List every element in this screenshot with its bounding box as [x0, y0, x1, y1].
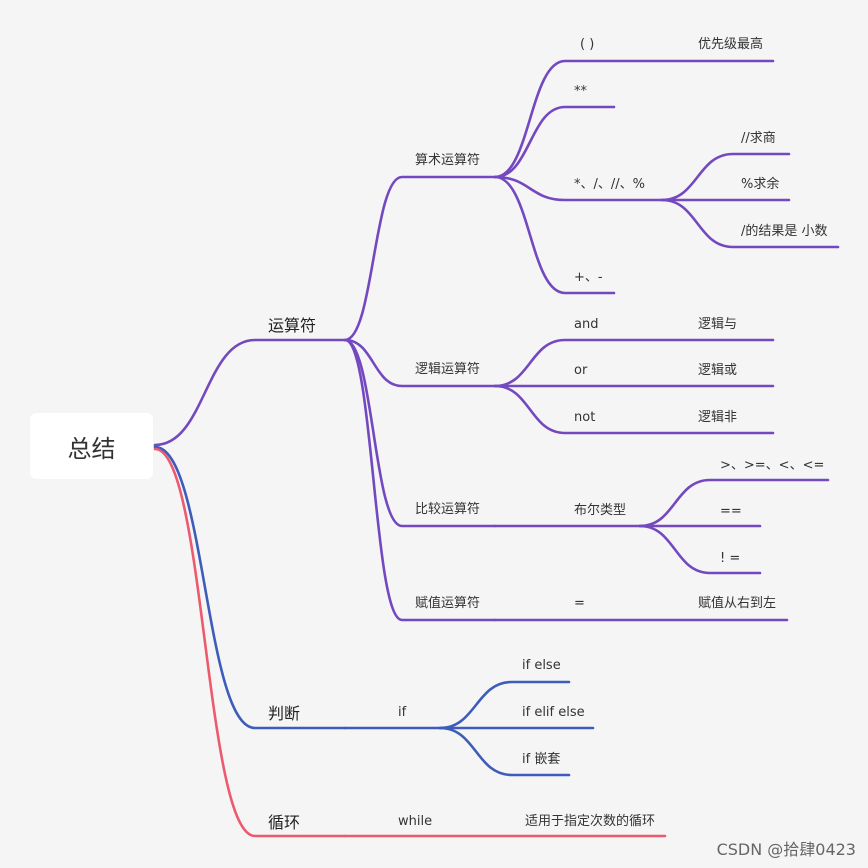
node-loops[interactable]: 循环: [268, 813, 301, 832]
node-not-note[interactable]: 逻辑非: [698, 410, 738, 425]
link-assignment: [343, 338, 497, 622]
node-if[interactable]: if: [398, 705, 407, 720]
node-while[interactable]: while: [398, 814, 433, 829]
node-modulo[interactable]: %求余: [741, 177, 780, 192]
root-node[interactable]: 总结: [30, 413, 153, 479]
link-arithmetic: [343, 175, 497, 342]
node-muldiv[interactable]: *、/、//、%: [574, 177, 645, 192]
node-if-nested[interactable]: if 嵌套: [522, 752, 561, 767]
node-floor-division[interactable]: //求商: [741, 131, 776, 146]
link-comparison: [343, 338, 497, 528]
link-relational: [638, 478, 830, 528]
node-not[interactable]: not: [574, 410, 596, 425]
node-true-division[interactable]: /的结果是 小数: [741, 224, 828, 239]
node-power[interactable]: **: [574, 84, 587, 99]
link-floordiv: [660, 152, 791, 202]
link-paren: [493, 59, 775, 179]
node-assignment[interactable]: 赋值运算符: [415, 596, 481, 611]
node-logical[interactable]: 逻辑运算符: [415, 362, 481, 377]
link-notequal: [638, 524, 762, 575]
node-comparison[interactable]: 比较运算符: [415, 502, 481, 517]
node-and[interactable]: and: [574, 317, 599, 332]
node-operators[interactable]: 运算符: [268, 316, 317, 335]
node-not-equal[interactable]: ! =: [720, 551, 741, 566]
node-if-elif-else[interactable]: if elif else: [522, 705, 585, 720]
node-loop-note[interactable]: 适用于指定次数的循环: [525, 814, 656, 829]
node-equal[interactable]: ==: [720, 504, 742, 519]
link-loops: [153, 447, 347, 838]
node-arithmetic[interactable]: 算术运算符: [415, 153, 481, 168]
node-if-else[interactable]: if else: [522, 658, 561, 673]
link-branching: [153, 445, 347, 730]
link-division: [660, 198, 840, 249]
node-branching[interactable]: 判断: [268, 704, 301, 723]
link-operators: [153, 338, 347, 447]
node-addsub[interactable]: +、-: [574, 270, 603, 285]
link-addsub: [493, 175, 616, 295]
node-or[interactable]: or: [574, 363, 588, 378]
node-assign-note[interactable]: 赋值从右到左: [698, 596, 777, 611]
node-boolean-type[interactable]: 布尔类型: [574, 503, 627, 518]
link-muldiv: [493, 175, 664, 202]
watermark: CSDN @拾肆0423: [716, 840, 856, 859]
node-and-note[interactable]: 逻辑与: [698, 317, 738, 332]
node-parentheses[interactable]: ( ): [580, 37, 595, 52]
link-logical: [343, 338, 497, 388]
link-and: [493, 338, 775, 388]
node-highest-priority[interactable]: 优先级最高: [698, 37, 764, 52]
node-or-note[interactable]: 逻辑或: [698, 363, 738, 378]
link-not: [493, 384, 775, 435]
link-if-nested: [438, 726, 571, 777]
link-if-else: [438, 680, 571, 730]
node-assign-symbol[interactable]: =: [574, 596, 585, 611]
link-power: [493, 105, 616, 179]
node-relational[interactable]: >、>=、<、<=: [720, 458, 825, 473]
